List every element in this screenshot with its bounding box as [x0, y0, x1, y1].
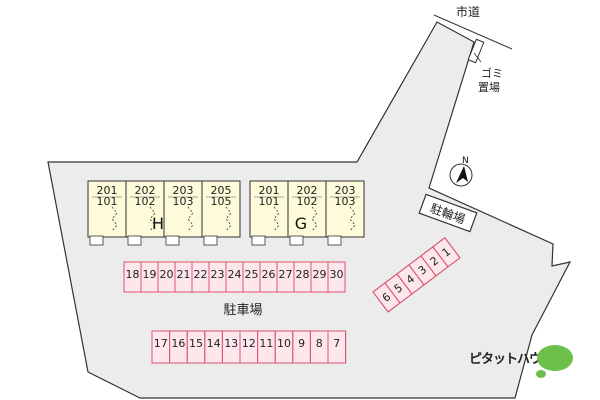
building-letter: H: [152, 214, 164, 233]
parking-space-number: 13: [224, 337, 238, 350]
unit-number-upper: 202: [297, 184, 318, 197]
garbage-area: ゴミ 置場: [467, 38, 503, 94]
parking-space-number: 23: [211, 268, 225, 281]
entrance-step: [89, 235, 104, 246]
stair-outline: [349, 206, 356, 232]
logo-leaf-icon: [537, 345, 573, 371]
stair-outline: [111, 206, 118, 232]
parking-space-number: 14: [207, 337, 221, 350]
unit-number-lower: 102: [297, 195, 318, 208]
parking-space-number: 11: [259, 337, 273, 350]
parking-space-number: 28: [296, 268, 310, 281]
parking-space-number: 12: [242, 337, 256, 350]
unit-number-lower: 102: [135, 195, 156, 208]
parking-label: 駐車場: [223, 303, 262, 318]
parking-space-number: 10: [277, 337, 291, 350]
north-compass: N: [449, 156, 473, 187]
parking-space-number: 9: [298, 337, 305, 350]
parking-space-number: 16: [171, 337, 185, 350]
unit-number-upper: 202: [135, 184, 156, 197]
road-label: 市道: [456, 4, 480, 19]
stair-outline: [273, 206, 280, 232]
road-line: [433, 14, 513, 50]
stair-outline: [225, 206, 232, 232]
parking-space-number: 29: [313, 268, 327, 281]
entrance-step: [127, 235, 142, 246]
building-letter: G: [295, 214, 307, 233]
unit-number-upper: 201: [97, 184, 118, 197]
parking-space-number: 20: [160, 268, 174, 281]
unit-number-lower: 103: [173, 195, 194, 208]
parking-space-number: 27: [279, 268, 293, 281]
logo-text: ピタットハウス: [469, 352, 554, 367]
parking-space-number: 17: [154, 337, 168, 350]
unit-number-lower: 101: [259, 195, 280, 208]
unit-number-upper: 203: [173, 184, 194, 197]
unit-number-upper: 205: [211, 184, 232, 197]
parking-space-number: 19: [143, 268, 157, 281]
parking-space-number: 30: [330, 268, 344, 281]
unit-number-upper: 201: [259, 184, 280, 197]
parking-space: [327, 261, 346, 293]
north-icon: N: [462, 156, 469, 166]
parking-space-number: 24: [228, 268, 242, 281]
stair-outline: [149, 206, 156, 232]
parking-space-number: 25: [245, 268, 259, 281]
entrance-step: [289, 235, 304, 246]
pitat-house-logo: ピタットハウス: [469, 345, 573, 378]
parking-space-number: 8: [316, 337, 323, 350]
garbage-label-1: ゴミ: [481, 66, 503, 80]
stair-outline: [187, 206, 194, 232]
unit-number-lower: 103: [335, 195, 356, 208]
unit-number-upper: 203: [335, 184, 356, 197]
entrance-step: [203, 235, 218, 246]
garbage-label-2: 置場: [478, 81, 500, 94]
parking-space-number: 22: [194, 268, 208, 281]
parking-space-number: 15: [189, 337, 203, 350]
unit-number-lower: 101: [97, 195, 118, 208]
entrance-step: [251, 235, 266, 246]
entrance-step: [165, 235, 180, 246]
parking-space-number: 26: [262, 268, 276, 281]
parking-space-number: 18: [126, 268, 140, 281]
parking-space-number: 7: [333, 337, 340, 350]
parking-space: [432, 237, 461, 268]
stair-outline: [311, 206, 318, 232]
unit-number-lower: 105: [211, 195, 232, 208]
parking-space-number: 21: [177, 268, 191, 281]
entrance-step: [327, 235, 342, 246]
buildings: 201101202102203103205105H201101202102203…: [87, 180, 365, 246]
bicycle-parking: 駐輪場: [418, 193, 478, 233]
parking-space: [327, 330, 347, 364]
